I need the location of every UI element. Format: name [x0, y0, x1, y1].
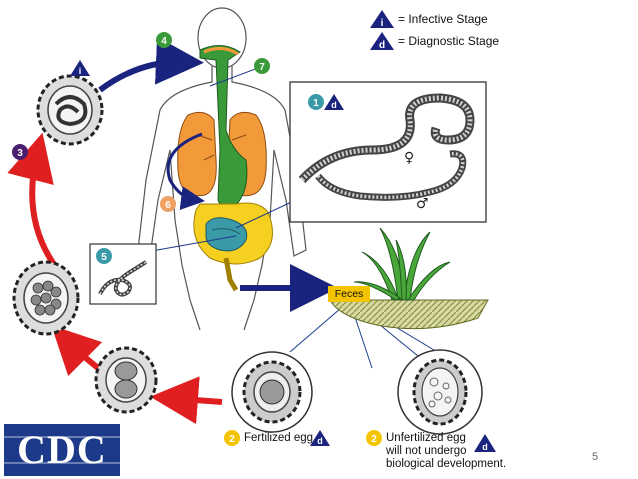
svg-text:d: d — [331, 100, 337, 110]
svg-text:2: 2 — [229, 434, 235, 445]
legend-infective-text: = Infective Stage — [398, 12, 488, 26]
male-symbol: ♂ — [416, 196, 429, 212]
infective-egg-top — [36, 74, 104, 146]
svg-text:3: 3 — [17, 148, 23, 159]
fertilized-egg-magnified — [231, 351, 313, 433]
svg-text:2: 2 — [371, 434, 377, 445]
unfertilized-caption-line1: Unfertilized egg — [386, 432, 466, 444]
step-2a-badge: 2 — [224, 430, 240, 446]
step-5-badge: 5 — [96, 248, 112, 264]
svg-text:1: 1 — [313, 98, 319, 109]
fertilized-diagnostic-marker: d — [310, 430, 330, 446]
legend-diagnostic-text: = Diagnostic Stage — [398, 34, 500, 48]
svg-text:i: i — [79, 66, 82, 76]
unfertilized-diagnostic-marker: d — [474, 434, 496, 452]
step-3-badge: 3 — [12, 144, 28, 160]
adults-diagnostic-marker: d — [324, 94, 344, 110]
lungs-illustration — [177, 111, 267, 197]
two-cell-egg-bottom — [94, 346, 158, 414]
step-6-badge: 6 — [160, 196, 176, 212]
fertilized-egg-caption: Fertilized egg — [244, 432, 314, 444]
blue-arrows — [98, 36, 338, 312]
unfertilized-caption-line2: will not undergo — [386, 445, 467, 457]
legend-diagnostic-icon: d — [370, 32, 394, 51]
svg-text:d: d — [317, 436, 323, 446]
svg-text:i: i — [381, 18, 384, 29]
intestines-illustration — [193, 202, 273, 292]
unfertilized-egg-magnified — [397, 349, 483, 435]
step-4-badge: 4 — [156, 32, 172, 48]
legend-infective-icon: i — [370, 10, 394, 29]
step-7-badge: 7 — [254, 58, 270, 74]
svg-text:6: 6 — [165, 200, 171, 211]
feces-label: Feces — [328, 286, 370, 302]
svg-text:7: 7 — [259, 62, 265, 73]
morula-egg-left — [12, 260, 80, 336]
cdc-logo: CDC — [4, 424, 120, 476]
female-symbol: ♀ — [404, 150, 414, 166]
step-1-badge: 1 — [308, 94, 324, 110]
red-cycle-arrows — [7, 132, 223, 425]
unfertilized-caption-line3: biological development. — [386, 458, 507, 470]
slide-number: 5 — [592, 451, 599, 463]
svg-text:d: d — [482, 442, 488, 452]
svg-text:5: 5 — [101, 252, 107, 263]
infective-stage-marker: i — [70, 60, 90, 76]
soil-and-grass — [329, 227, 489, 330]
step-2b-badge: 2 — [366, 430, 382, 446]
svg-text:4: 4 — [161, 36, 167, 47]
svg-text:d: d — [379, 40, 385, 51]
